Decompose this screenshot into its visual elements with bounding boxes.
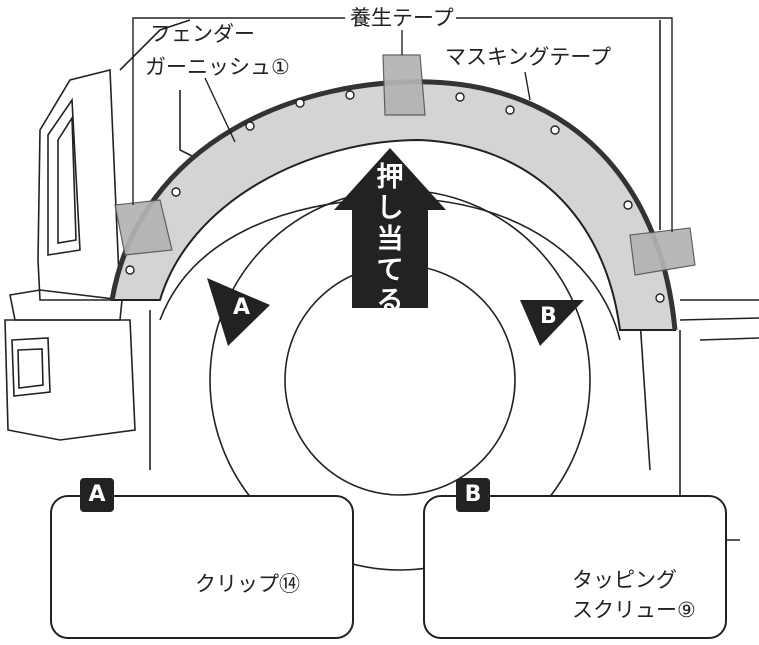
push-arrow (334, 148, 446, 308)
marker-a-arrow (207, 278, 270, 346)
clip-badge: A (80, 478, 114, 512)
curing-tape-left (114, 199, 173, 256)
fender-garnish-label-line2: ガーニッシュ① (145, 55, 290, 79)
garnish-clip-holes (125, 90, 665, 303)
masking-tape (109, 79, 678, 331)
marker-b-label: B (540, 304, 557, 329)
curing-tape-right (629, 227, 696, 276)
leader-curing-left (132, 17, 345, 205)
leader-curing-right (450, 17, 673, 232)
screw-label-line1: タッピング (572, 568, 677, 592)
curing-tape-label: 養生テープ (348, 6, 456, 30)
marker-b-arrow (520, 300, 584, 346)
push-char-5: る (376, 286, 404, 317)
bumper (4, 319, 136, 441)
fender-garnish-label-line1: フェンダー (150, 22, 255, 46)
screw-badge: B (456, 478, 490, 512)
screw-label-line2: スクリュー⑨ (572, 598, 696, 622)
push-char-4: て (376, 255, 404, 286)
headlamp-inner (47, 97, 81, 256)
leader-masking-tape (524, 71, 531, 101)
push-char-2: し (376, 193, 404, 224)
leader-lines (132, 17, 673, 232)
clip-callout-box (50, 495, 354, 639)
headlamp-outline (37, 68, 121, 301)
marker-a-label: A (233, 295, 251, 320)
curing-tape-top (382, 54, 426, 116)
curing-tape-pieces (114, 54, 696, 276)
masking-tape-label: マスキングテープ (445, 45, 612, 69)
clip-label: クリップ⑭ (195, 572, 300, 596)
fog-lamp (11, 337, 51, 397)
push-arrow-text: 押 し 当 て る (373, 162, 407, 317)
push-char-3: 当 (376, 224, 404, 255)
bumper-top (9, 289, 123, 321)
screw-callout-box (423, 495, 727, 639)
leader-fender-garnish (204, 77, 236, 143)
push-char-1: 押 (376, 162, 404, 193)
